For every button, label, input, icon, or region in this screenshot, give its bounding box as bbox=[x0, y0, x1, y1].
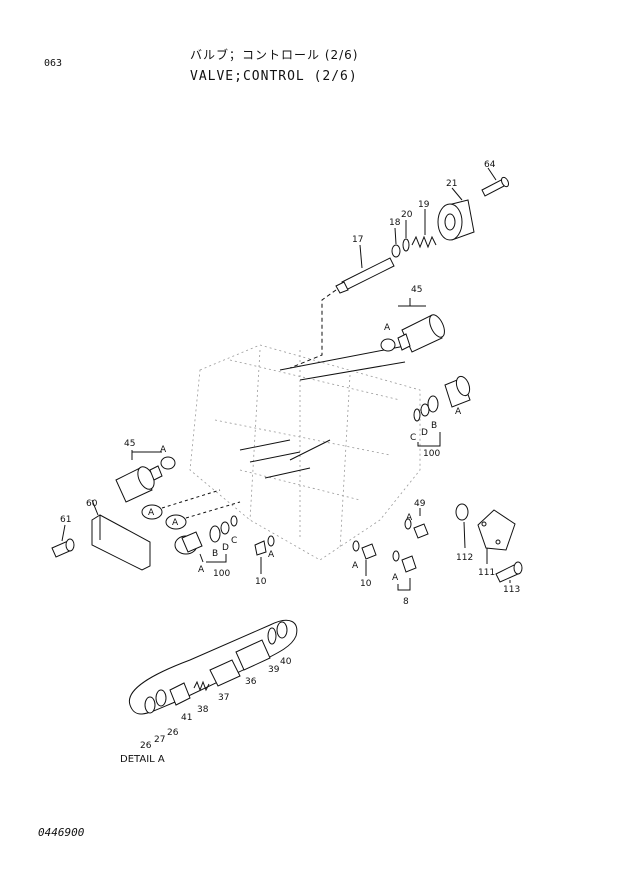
callout-A-2: A bbox=[455, 407, 462, 417]
part-60-cover[interactable]: 60 bbox=[86, 499, 151, 571]
title-english: VALVE;CONTROL (2/6) bbox=[190, 69, 358, 84]
callout-64: 64 bbox=[484, 160, 496, 170]
callout-39: 39 bbox=[268, 665, 280, 675]
callout-21: 21 bbox=[446, 179, 457, 189]
callout-112: 112 bbox=[456, 553, 473, 563]
callout-100-right: 100 bbox=[423, 449, 440, 459]
callout-36: 36 bbox=[245, 677, 257, 687]
part-plug-right[interactable]: A bbox=[444, 375, 472, 417]
callout-40: 40 bbox=[280, 657, 292, 667]
callout-20: 20 bbox=[401, 210, 413, 220]
callout-60: 60 bbox=[86, 499, 98, 509]
callout-A-10: A bbox=[392, 573, 399, 583]
part-8-plug[interactable]: A 8 bbox=[392, 550, 417, 607]
part-18-ring[interactable]: 18 bbox=[389, 218, 401, 258]
callout-26-inner: 26 bbox=[167, 728, 179, 738]
callout-26-outer: 26 bbox=[140, 741, 152, 751]
part-10-plug-right[interactable]: A 10 bbox=[352, 540, 377, 589]
callout-C-2: C bbox=[231, 536, 237, 546]
valve-body bbox=[189, 344, 421, 561]
callout-17: 17 bbox=[352, 235, 363, 245]
drawing-number: 0446900 bbox=[38, 826, 85, 839]
callout-61: 61 bbox=[60, 515, 71, 525]
callout-41: 41 bbox=[181, 713, 192, 723]
callout-A-5: A bbox=[172, 518, 179, 528]
part-64-bolt[interactable]: 64 bbox=[481, 160, 510, 197]
callout-45-upper: 45 bbox=[411, 285, 422, 295]
callout-A-6: A bbox=[198, 565, 205, 575]
part-plug-left[interactable]: A bbox=[174, 531, 205, 575]
callout-A-8: A bbox=[406, 513, 413, 523]
callout-19: 19 bbox=[418, 200, 430, 210]
part-19-spring[interactable]: 19 bbox=[411, 200, 437, 249]
callout-C-1: C bbox=[410, 433, 416, 443]
callout-A-7: A bbox=[268, 550, 275, 560]
seal-set-100-right[interactable]: C D B 100 bbox=[410, 395, 441, 459]
part-112-o-ring[interactable]: 112 bbox=[455, 503, 473, 563]
callout-B-2: B bbox=[212, 549, 218, 559]
seal-set-100-left[interactable]: B D C 100 bbox=[206, 515, 238, 579]
callout-27: 27 bbox=[154, 735, 165, 745]
callout-B-1: B bbox=[431, 421, 437, 431]
callout-38: 38 bbox=[197, 705, 209, 715]
callout-113: 113 bbox=[503, 585, 520, 595]
part-21-cap[interactable]: 21 bbox=[437, 179, 475, 241]
callout-49: 49 bbox=[414, 499, 426, 509]
callout-A-9: A bbox=[352, 561, 359, 571]
callout-A-4: A bbox=[148, 508, 155, 518]
page-number: 063 bbox=[44, 58, 63, 69]
title-japanese: バルブ；コントロール (2/6) bbox=[190, 48, 359, 62]
callout-111: 111 bbox=[478, 568, 495, 578]
detail-a-panel: 40 39 36 37 38 41 26 27 26 DETAIL A bbox=[120, 619, 298, 765]
part-20-washer[interactable]: 20 bbox=[401, 210, 413, 252]
callout-D-1: D bbox=[421, 428, 428, 438]
callout-A-1: A bbox=[384, 323, 391, 333]
callout-100-left: 100 bbox=[213, 569, 230, 579]
part-111-cover[interactable]: 111 bbox=[477, 509, 516, 578]
body-port-plugs: A A bbox=[141, 489, 241, 530]
callout-37: 37 bbox=[218, 693, 229, 703]
part-113-bolt[interactable]: 113 bbox=[495, 561, 523, 595]
callout-45-left: 45 bbox=[124, 439, 135, 449]
callout-A-3: A bbox=[160, 445, 167, 455]
callout-18: 18 bbox=[389, 218, 401, 228]
callout-D-2: D bbox=[222, 543, 229, 553]
callout-10-right: 10 bbox=[360, 579, 372, 589]
callout-8: 8 bbox=[403, 597, 409, 607]
part-49-plug[interactable]: A 49 bbox=[404, 499, 429, 539]
part-17-stem[interactable]: 17 bbox=[289, 235, 395, 369]
detail-a-label: DETAIL A bbox=[120, 754, 165, 765]
part-45-relief-valve-left[interactable]: 45 A bbox=[115, 439, 176, 503]
part-61-bolt[interactable]: 61 bbox=[51, 515, 75, 558]
part-10-plug-left[interactable]: A 10 bbox=[254, 535, 275, 587]
part-45-relief-valve-upper[interactable]: 45 A bbox=[380, 285, 448, 353]
callout-10-left: 10 bbox=[255, 577, 267, 587]
